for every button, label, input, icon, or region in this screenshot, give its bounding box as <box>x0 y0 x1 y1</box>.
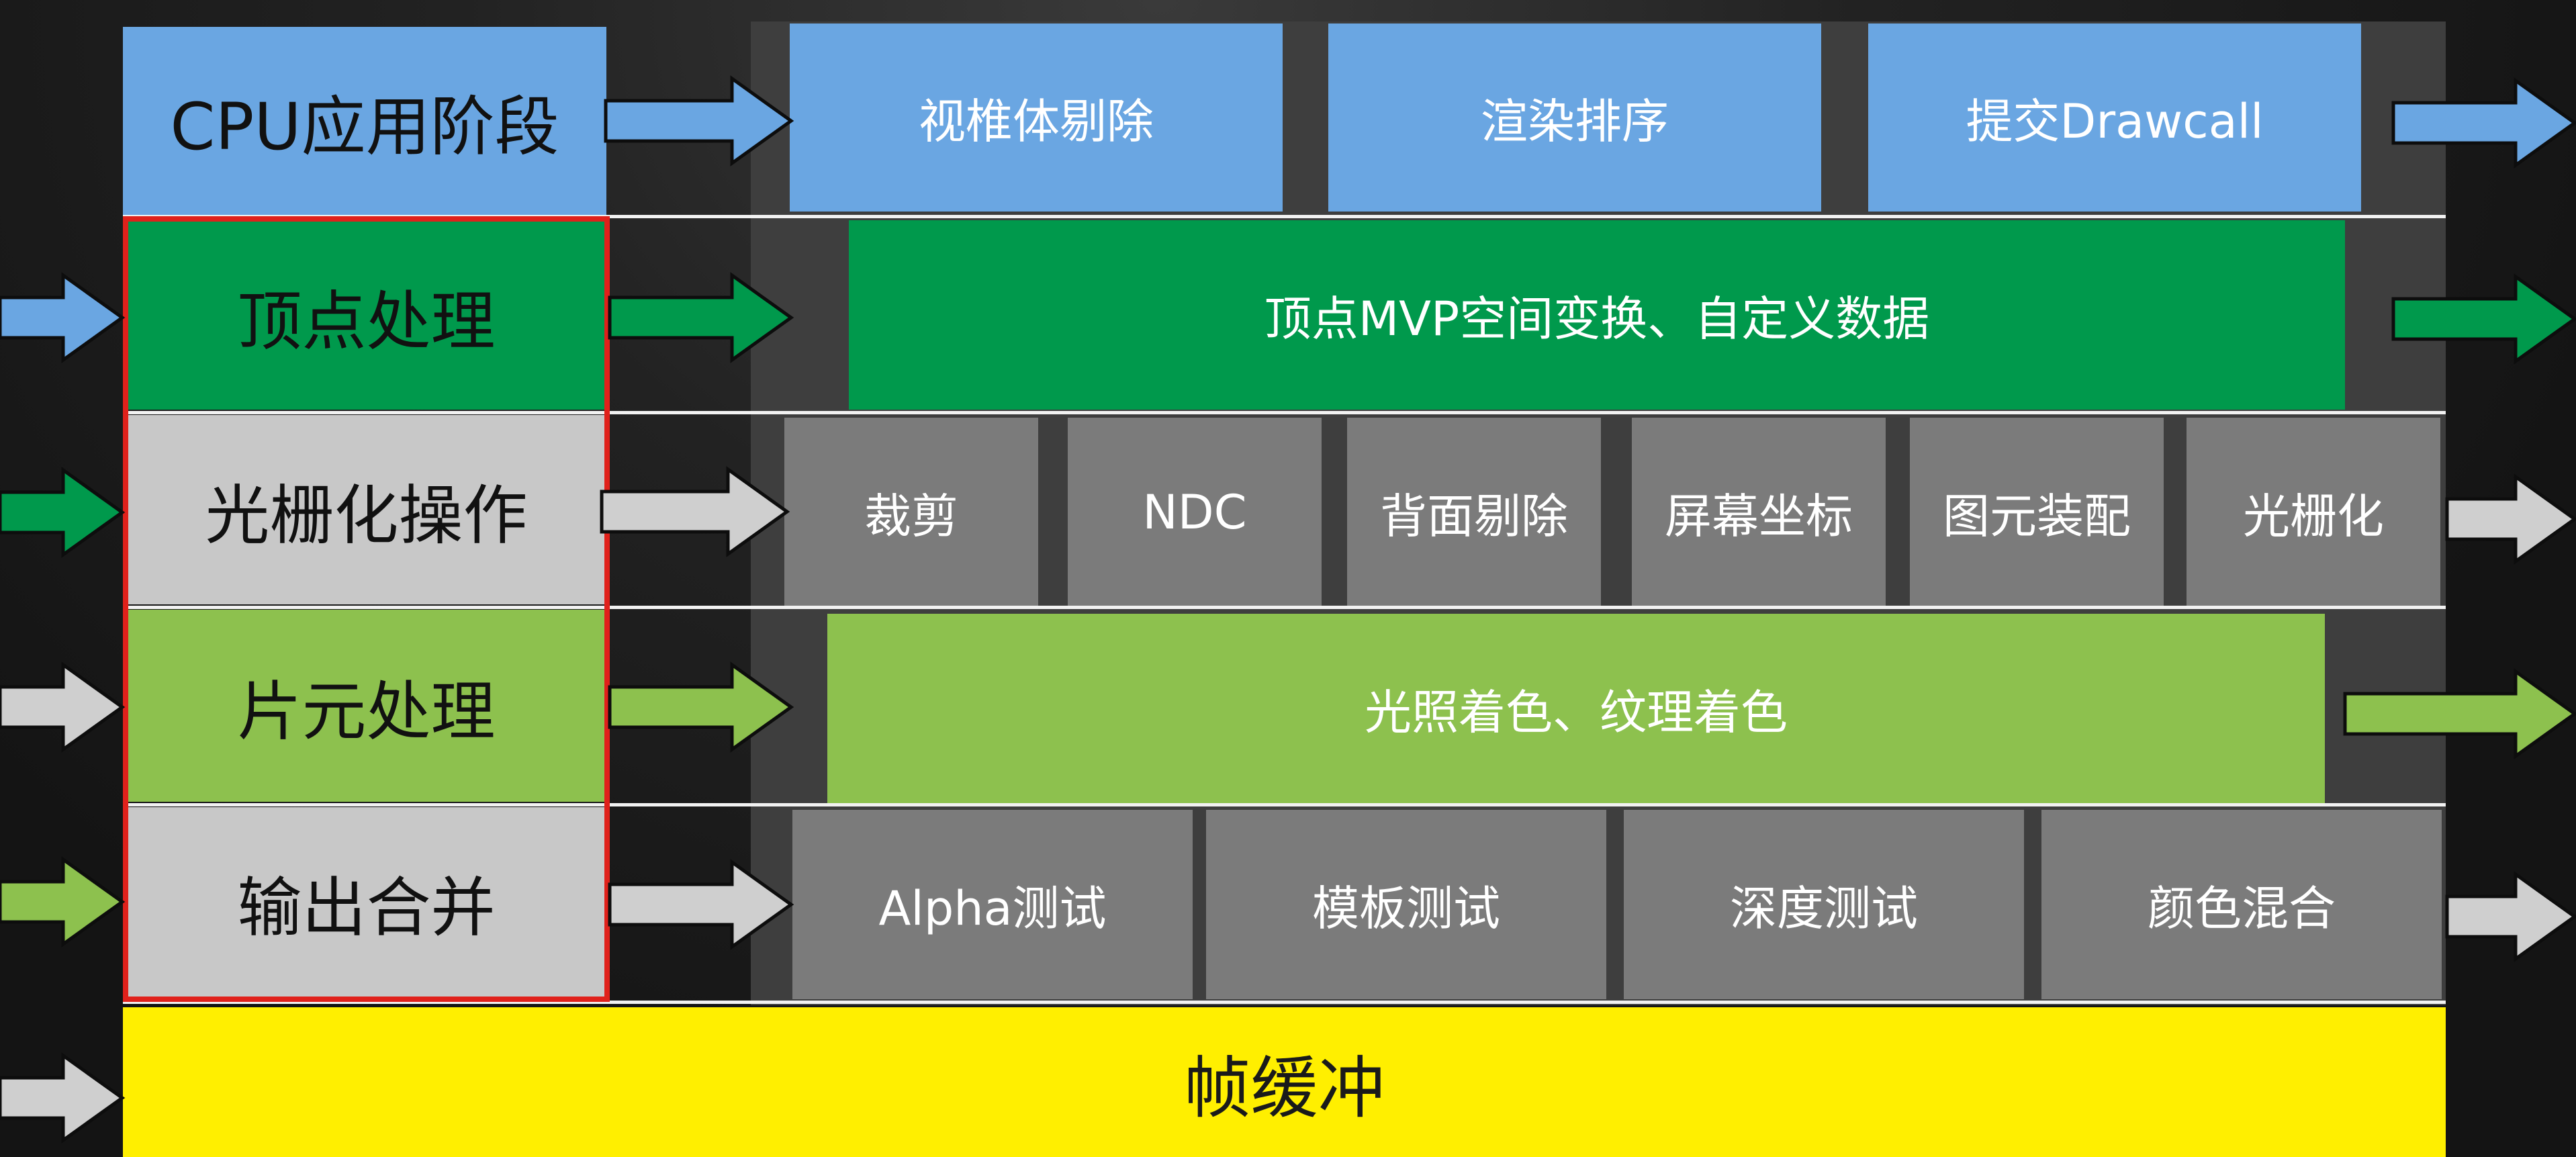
arrow-right-icon <box>2343 668 2576 759</box>
step-submit-drawcall: 提交Drawcall <box>1868 24 2361 212</box>
stage-label: 片元处理 <box>237 674 496 749</box>
step-clipping: 裁剪 <box>784 418 1038 607</box>
step-label: 图元装配 <box>1943 488 2131 544</box>
step-stencil-test: 模板测试 <box>1206 810 1606 999</box>
step-label: 渲染排序 <box>1481 93 1669 149</box>
step-label: 颜色混合 <box>2148 880 2336 936</box>
arrow-right-icon <box>2445 473 2576 565</box>
step-alpha-test: Alpha测试 <box>792 810 1193 999</box>
step-label: Alpha测试 <box>878 880 1107 936</box>
step-render-sorting: 渲染排序 <box>1328 24 1821 212</box>
arrow-right-icon <box>0 661 126 753</box>
arrow-right-icon <box>608 859 794 950</box>
step-label: 光照着色、纹理着色 <box>1365 684 1788 740</box>
step-vertex-mvp-transform: 顶点MVP空间变换、自定义数据 <box>849 220 2345 410</box>
step-screen-coordinates: 屏幕坐标 <box>1632 418 1886 607</box>
stage-fragment-processing: 片元处理 <box>128 610 604 802</box>
step-backface-culling: 背面剔除 <box>1347 418 1601 607</box>
stage-output-merger: 输出合并 <box>128 807 604 997</box>
step-label: 视椎体剔除 <box>919 93 1154 149</box>
step-lighting-texture-shading: 光照着色、纹理着色 <box>827 614 2325 803</box>
stage-cpu-application: CPU应用阶段 <box>123 27 606 215</box>
frame-buffer-label: 帧缓冲 <box>1183 1049 1385 1127</box>
arrow-right-icon <box>2445 871 2576 962</box>
step-frustum-culling: 视椎体剔除 <box>790 24 1283 212</box>
stage-rasterization: 光栅化操作 <box>128 415 604 604</box>
arrow-right-icon <box>608 272 794 363</box>
step-depth-test: 深度测试 <box>1624 810 2024 999</box>
arrow-right-icon <box>0 1052 126 1144</box>
step-label: 背面剔除 <box>1380 488 1568 544</box>
step-label: 提交Drawcall <box>1966 93 2264 149</box>
step-label: NDC <box>1142 485 1247 540</box>
arrow-right-icon <box>600 466 790 557</box>
stage-label: 光栅化操作 <box>205 477 528 553</box>
row-divider <box>123 1001 2446 1004</box>
step-label: 模板测试 <box>1312 880 1500 936</box>
stage-label: 输出合并 <box>237 870 496 945</box>
step-label: 光栅化 <box>2243 488 2384 544</box>
step-ndc: NDC <box>1068 418 1322 607</box>
step-label: 裁剪 <box>864 488 958 544</box>
arrow-right-icon <box>2391 77 2576 169</box>
arrow-right-icon <box>608 661 794 753</box>
step-primitive-assembly: 图元装配 <box>1910 418 2164 607</box>
step-label: 深度测试 <box>1730 880 1918 936</box>
gpu-stages-highlight <box>123 216 610 1002</box>
arrow-right-icon <box>2391 273 2576 365</box>
arrow-right-icon <box>0 856 126 947</box>
arrow-right-icon <box>604 75 794 167</box>
stage-label: CPU应用阶段 <box>170 89 559 165</box>
step-label: 屏幕坐标 <box>1665 488 1853 544</box>
row-divider <box>123 606 2446 609</box>
arrow-right-icon <box>0 467 126 558</box>
arrow-right-icon <box>0 272 126 363</box>
step-label: 顶点MVP空间变换、自定义数据 <box>1264 291 1930 346</box>
stage-vertex-processing: 顶点处理 <box>128 222 604 410</box>
frame-buffer: 帧缓冲 <box>123 1007 2446 1157</box>
stage-label: 顶点处理 <box>237 283 496 359</box>
row-divider <box>123 411 2446 414</box>
row-divider <box>123 803 2446 806</box>
step-rasterize: 光栅化 <box>2187 418 2440 607</box>
step-color-blending: 颜色混合 <box>2041 810 2442 999</box>
row-divider <box>123 215 2446 218</box>
